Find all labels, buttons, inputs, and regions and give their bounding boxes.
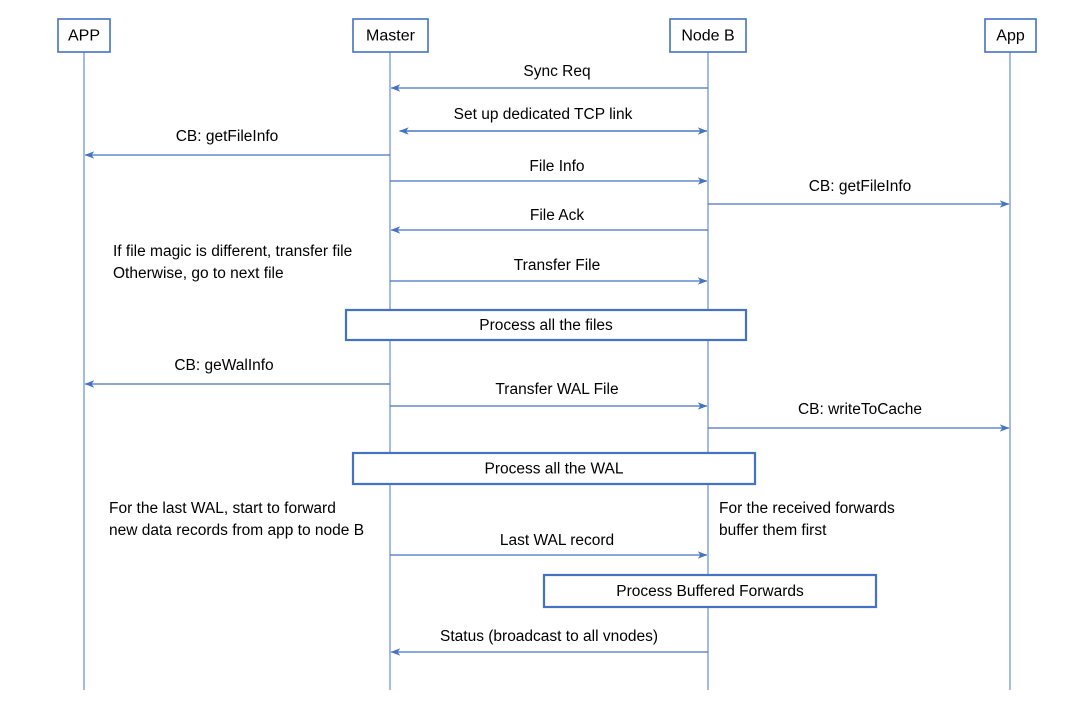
- message-transfer-wal[interactable]: Transfer WAL File: [390, 381, 708, 410]
- message-label: File Info: [529, 158, 584, 175]
- participant-box-frame: [669, 18, 747, 53]
- process-box-process-all-files[interactable]: Process all the files: [344, 308, 748, 342]
- message-cb-getfileinfo-right[interactable]: CB: getFileInfo: [708, 178, 1010, 208]
- participant-box-frame: [352, 18, 429, 53]
- message-transfer-file[interactable]: Transfer File: [390, 257, 708, 285]
- participant-box-master[interactable]: Master: [352, 18, 429, 53]
- process-box-process-buffered-forwards[interactable]: Process Buffered Forwards: [542, 573, 878, 609]
- message-file-info[interactable]: File Info: [390, 158, 708, 185]
- message-label: Transfer File: [514, 257, 600, 274]
- participant-box-app_right[interactable]: App: [984, 18, 1037, 53]
- process-box-label: Process all the WAL: [485, 461, 624, 478]
- participant-label: Master: [366, 28, 416, 45]
- process-box-frame: [351, 451, 757, 486]
- notes-layer: If file magic is different, transfer fil…: [109, 243, 895, 539]
- process-box-frame: [542, 573, 878, 609]
- message-sync-req[interactable]: Sync Req: [390, 63, 708, 92]
- note-line: If file magic is different, transfer fil…: [113, 243, 352, 260]
- participant-label: App: [996, 28, 1025, 45]
- note-line: new data records from app to node B: [109, 522, 364, 539]
- message-label: Last WAL record: [500, 532, 614, 549]
- message-last-wal-record[interactable]: Last WAL record: [390, 532, 708, 559]
- process-box-label: Process all the files: [479, 317, 613, 334]
- note-line: For the received forwards: [719, 500, 895, 517]
- note-note-file-magic: If file magic is different, transfer fil…: [113, 243, 352, 282]
- message-label: CB: geWalInfo: [174, 357, 273, 374]
- message-cb-gewalinfo[interactable]: CB: geWalInfo: [84, 357, 390, 388]
- lifelines-layer: [83, 52, 1011, 690]
- message-file-ack[interactable]: File Ack: [390, 207, 708, 234]
- message-status-broadcast[interactable]: Status (broadcast to all vnodes): [390, 628, 708, 656]
- message-cb-writetocache[interactable]: CB: writeToCache: [708, 401, 1010, 432]
- participant-boxes-layer: APP Master Node B App: [57, 18, 1037, 53]
- note-note-last-wal-forward: For the last WAL, start to forward new da…: [109, 500, 364, 539]
- process-box-process-all-wal[interactable]: Process all the WAL: [351, 451, 757, 486]
- participant-box-frame: [984, 18, 1037, 53]
- note-line: buffer them first: [719, 522, 827, 539]
- message-label: File Ack: [530, 207, 585, 224]
- message-label: Status (broadcast to all vnodes): [440, 628, 658, 645]
- participant-label: Node B: [681, 28, 734, 45]
- message-label: Set up dedicated TCP link: [454, 106, 633, 123]
- process-box-label: Process Buffered Forwards: [616, 583, 804, 600]
- message-label: Sync Req: [523, 63, 590, 80]
- note-line: For the last WAL, start to forward: [109, 500, 336, 517]
- message-tcp-link[interactable]: Set up dedicated TCP link: [399, 106, 708, 135]
- message-label: CB: writeToCache: [798, 401, 922, 418]
- message-cb-getfileinfo-left[interactable]: CB: getFileInfo: [84, 128, 390, 159]
- participant-box-frame: [57, 18, 111, 53]
- participant-label: APP: [68, 28, 100, 45]
- message-label: CB: getFileInfo: [809, 178, 912, 195]
- message-label: CB: getFileInfo: [176, 128, 279, 145]
- note-line: Otherwise, go to next file: [113, 265, 284, 282]
- participant-box-node_b[interactable]: Node B: [669, 18, 747, 53]
- message-label: Transfer WAL File: [495, 381, 618, 398]
- process-box-frame: [344, 308, 748, 342]
- participant-box-app_left[interactable]: APP: [57, 18, 111, 53]
- note-note-received-forwards: For the received forwards buffer them fir…: [719, 500, 895, 539]
